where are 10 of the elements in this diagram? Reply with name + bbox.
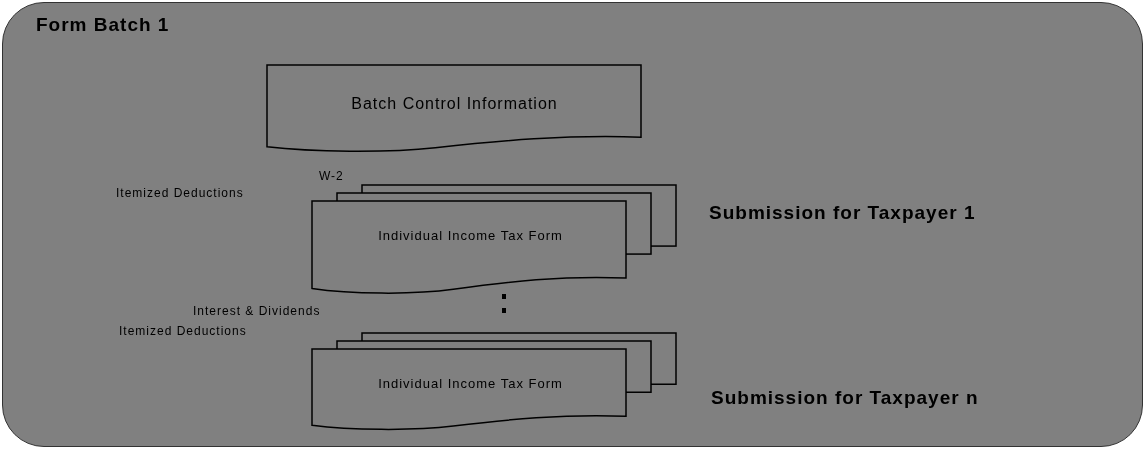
- sheet-label: Interest & Dividends: [193, 303, 321, 320]
- sheet-label: Itemized Deductions: [119, 323, 247, 340]
- panel-title: Form Batch 1: [36, 13, 170, 37]
- sheet-label: W-2: [319, 168, 344, 185]
- submission-label: Submission for Taxpayer n: [711, 386, 979, 410]
- document-title: Batch Control Information: [350, 94, 559, 114]
- document-title: Individual Income Tax Form: [377, 227, 564, 245]
- document-title: Individual Income Tax Form: [377, 375, 564, 393]
- sheet-label: Itemized Deductions: [116, 185, 244, 202]
- submission-label: Submission for Taxpayer 1: [709, 201, 976, 225]
